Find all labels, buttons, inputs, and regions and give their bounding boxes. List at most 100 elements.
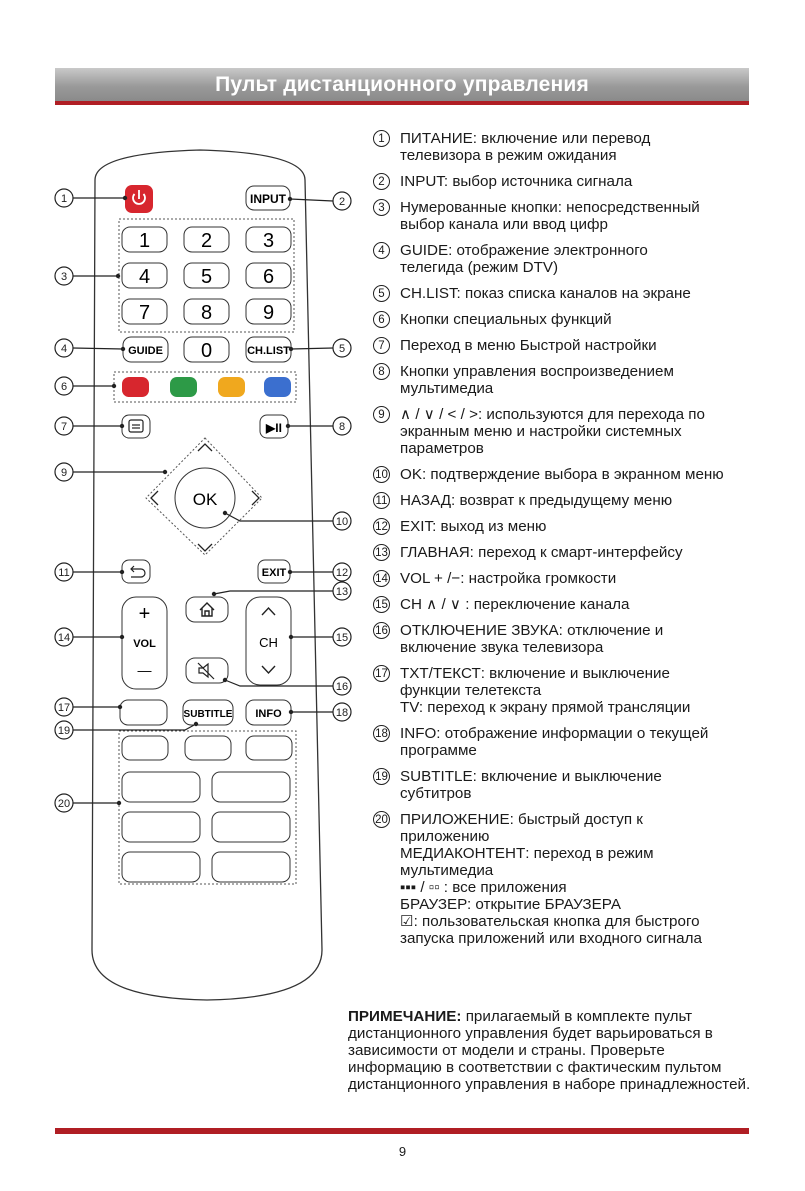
channel-up-icon[interactable] (261, 606, 276, 616)
digit-button-7[interactable] (121, 298, 168, 325)
legend-line: экранным меню и настройки системных (400, 423, 682, 440)
callout-dot-5 (288, 346, 294, 352)
callout-dot-8 (285, 423, 291, 429)
note-text: прилагаемый в комплекте пульт дистанцион… (348, 1008, 751, 1093)
legend-line: INPUT: выбор источника сигнала (400, 173, 633, 190)
callout-line-4 (72, 347, 124, 350)
app-key-7[interactable] (211, 811, 291, 843)
digit-label: 7 (139, 302, 150, 324)
home-button[interactable] (185, 596, 229, 623)
digit-label: 8 (201, 302, 212, 324)
left-arrow-icon[interactable] (150, 490, 159, 506)
volume-down-label[interactable]: — (138, 662, 152, 678)
play-pause-icon: ▶II (265, 421, 282, 435)
legend-number: 14 (373, 570, 390, 587)
callout-number-12 (332, 562, 352, 582)
callout-dot-2 (287, 196, 293, 202)
digit-button-3[interactable] (245, 226, 292, 253)
legend-line: запуска приложений или входного сигнала (400, 930, 702, 947)
color-key-1[interactable] (122, 377, 149, 397)
color-key-3[interactable] (218, 377, 245, 397)
quick-settings-button[interactable] (121, 414, 151, 439)
back-button[interactable] (121, 559, 151, 584)
legend-item-9: 9∧ / ∨ / < / >: используются для переход… (373, 406, 753, 457)
teletext-button[interactable] (119, 699, 168, 726)
callout-line-13 (213, 590, 333, 595)
legend-line: субтитров (400, 785, 472, 802)
callout-number-label: 3 (61, 271, 67, 283)
input-button-label: INPUT (250, 192, 287, 206)
color-key-4[interactable] (264, 377, 291, 397)
back-icon (130, 565, 146, 578)
callout-dot-20 (116, 800, 122, 806)
color-key-2[interactable] (170, 377, 197, 397)
legend-line: телевизора в режим ожидания (400, 147, 617, 164)
callout-dot-9 (162, 469, 168, 475)
digit-button-9[interactable] (245, 298, 292, 325)
app-key-9[interactable] (211, 851, 291, 883)
callout-dot-4 (120, 346, 126, 352)
legend-line: включение звука телевизора (400, 639, 604, 656)
app-keys-group (118, 730, 297, 885)
app-key-5[interactable] (211, 771, 291, 803)
mute-button[interactable] (185, 657, 229, 684)
digit-button-8[interactable] (183, 298, 230, 325)
digit-label: 3 (263, 230, 274, 252)
volume-rocker[interactable] (121, 596, 168, 690)
app-key-8[interactable] (121, 851, 201, 883)
up-arrow-icon[interactable] (197, 443, 213, 452)
digit-button-1[interactable] (121, 226, 168, 253)
note-label: ПРИМЕЧАНИЕ: (348, 1008, 462, 1025)
page-title: Пульт дистанционного управления (215, 73, 589, 96)
ok-button[interactable] (174, 467, 236, 529)
app-key-1[interactable] (121, 735, 169, 761)
callout-number-label: 2 (339, 196, 345, 208)
menu-icon (128, 419, 144, 433)
app-key-3[interactable] (245, 735, 293, 761)
callout-line-2 (289, 198, 334, 202)
right-arrow-icon[interactable] (251, 490, 260, 506)
volume-up-label[interactable]: + (139, 603, 151, 625)
digit-button-6[interactable] (245, 262, 292, 289)
callout-dot-13 (211, 591, 217, 597)
callout-number-label: 11 (58, 567, 69, 579)
channel-down-icon[interactable] (261, 665, 276, 675)
app-key-6[interactable] (121, 811, 201, 843)
callout-dot-17 (117, 704, 123, 710)
digit-button-4[interactable] (121, 262, 168, 289)
callout-number-label: 4 (61, 343, 67, 355)
down-arrow-icon[interactable] (197, 543, 213, 552)
legend-line: SUBTITLE: включение и выключение (400, 768, 662, 785)
digit-button-0[interactable] (183, 336, 230, 363)
legend-number: 7 (373, 337, 390, 354)
callout-number-11 (54, 562, 74, 582)
callout-number-1 (54, 188, 74, 208)
app-key-2[interactable] (184, 735, 232, 761)
legend-number: 17 (373, 665, 390, 682)
callout-dot-1 (122, 195, 128, 201)
ok-button-label: OK (193, 490, 218, 509)
callout-number-17 (54, 697, 74, 717)
callout-number-label: 17 (58, 702, 70, 714)
subtitle-button[interactable] (182, 699, 234, 726)
digit-button-5[interactable] (183, 262, 230, 289)
app-key-4[interactable] (121, 771, 201, 803)
legend-number: 1 (373, 130, 390, 147)
legend-line: мультимедиа (400, 380, 494, 397)
channel-rocker[interactable] (245, 596, 292, 686)
digit-button-2[interactable] (183, 226, 230, 253)
page-number: 9 (398, 1144, 407, 1159)
callout-number-label: 5 (339, 343, 345, 355)
callout-number-2 (332, 191, 352, 211)
callout-dot-16 (222, 677, 228, 683)
callout-number-label: 10 (336, 516, 348, 528)
